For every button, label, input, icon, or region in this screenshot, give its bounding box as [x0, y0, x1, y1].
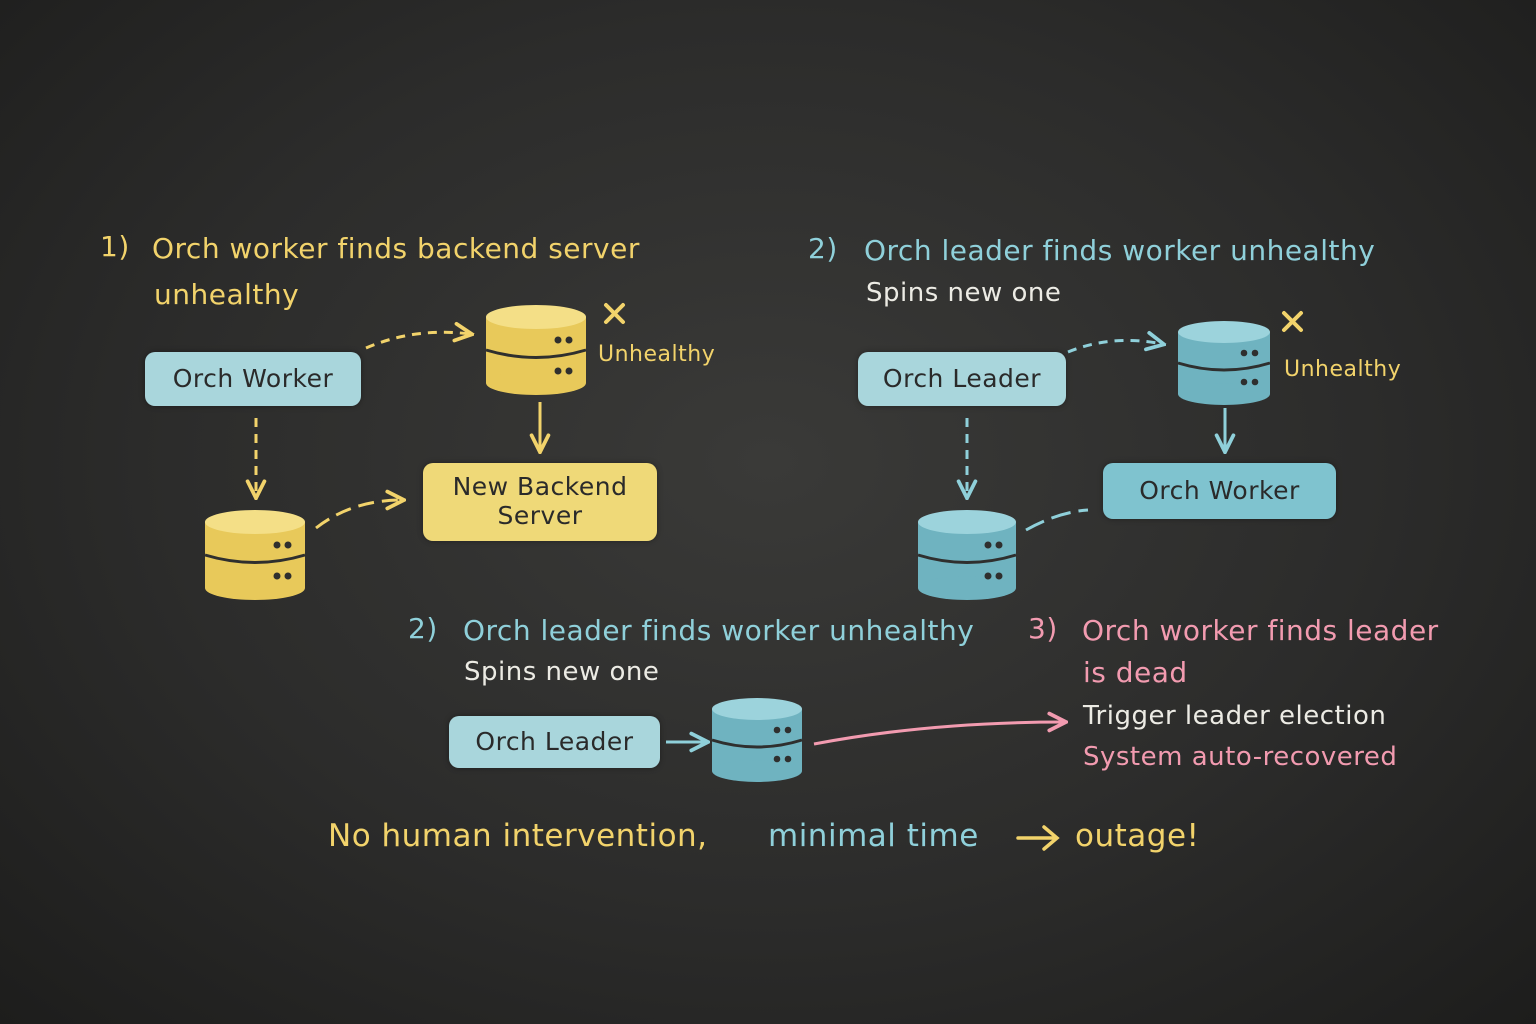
x-mark-icon	[1282, 311, 1303, 332]
unhealthy-label-2: Unhealthy	[1284, 357, 1402, 382]
section2b-title: Orch leader finds worker unhealthy	[463, 614, 975, 647]
section2-title: Orch leader finds worker unhealthy	[864, 234, 1376, 267]
new-backend-label-line1: New Backend	[452, 472, 628, 502]
footer-part1: No human intervention,	[328, 818, 708, 854]
footer-arrow-icon	[1016, 825, 1060, 851]
footer-part3: outage!	[1075, 818, 1200, 854]
line-db-to-orch-worker	[1025, 508, 1089, 532]
database-icon	[711, 698, 803, 782]
section1-number: 1)	[100, 230, 130, 263]
orch-leader-box-2: Orch Leader	[449, 716, 660, 768]
database-icon	[485, 305, 587, 395]
orch-worker-box: Orch Worker	[145, 352, 361, 406]
x-mark-icon	[604, 303, 625, 324]
section3-title-line2: is dead	[1083, 656, 1188, 689]
section2b-number: 2)	[408, 612, 438, 645]
section1-title-line1: Orch worker finds backend server	[152, 232, 640, 265]
arrow-db-to-election	[813, 722, 1064, 746]
orch-leader-box: Orch Leader	[858, 352, 1066, 406]
section3-title-line1: Orch worker finds leader	[1082, 614, 1439, 647]
arrow-worker-to-backend	[365, 332, 470, 350]
section3-number: 3)	[1028, 612, 1058, 645]
arrow-leader-to-worker-db	[1067, 340, 1162, 354]
arrow-db-to-new	[315, 500, 402, 530]
section2b-subtitle: Spins new one	[464, 657, 660, 687]
section3-result: System auto-recovered	[1083, 742, 1398, 772]
new-backend-label-line2: Server	[497, 501, 583, 530]
database-icon	[204, 510, 306, 600]
new-backend-server-box: New Backend Server	[423, 463, 657, 541]
section2-number: 2)	[808, 232, 838, 265]
section3-action: Trigger leader election	[1083, 701, 1387, 731]
database-icon	[917, 510, 1017, 600]
orch-worker-box-2: Orch Worker	[1103, 463, 1336, 519]
section2-subtitle: Spins new one	[866, 278, 1062, 308]
footer-part2: minimal time	[768, 818, 979, 854]
unhealthy-label: Unhealthy	[598, 342, 716, 367]
database-icon	[1177, 321, 1271, 405]
section1-title-line2: unhealthy	[154, 278, 300, 311]
